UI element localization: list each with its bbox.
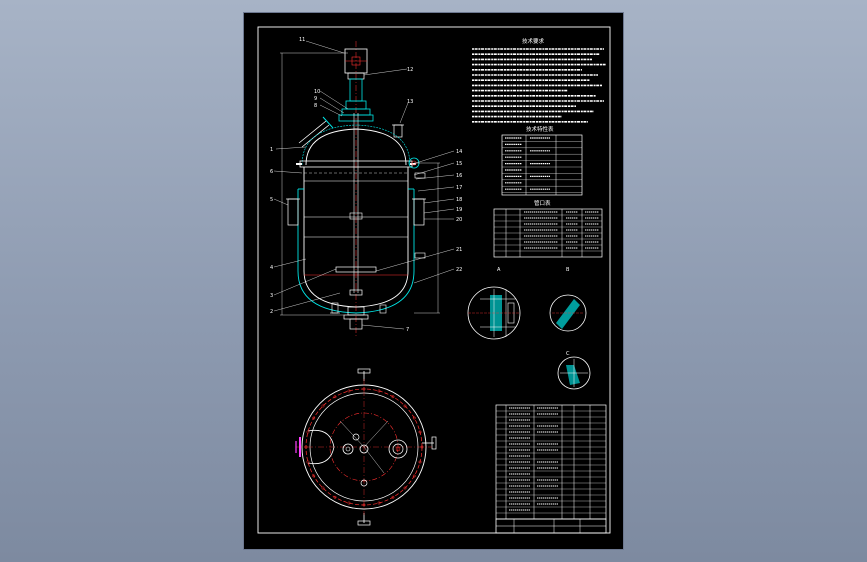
part-number: 13	[407, 99, 413, 105]
bottom-outlet	[349, 318, 363, 330]
tech-table-title: 技术特性表	[526, 125, 554, 133]
detail-label-b: B	[566, 267, 570, 273]
bolt-hole	[362, 503, 366, 507]
technical-requirements: 技术要求	[472, 37, 606, 123]
bolt-hole	[347, 389, 351, 393]
bolt-hole	[347, 501, 351, 505]
bolt-hole	[362, 387, 366, 391]
part-number: 15	[456, 161, 462, 167]
bolt-hole	[412, 474, 416, 478]
bolt-hole	[412, 416, 416, 420]
part-number: 3	[270, 293, 273, 299]
part-number: 22	[456, 267, 462, 273]
bolt-hole	[420, 445, 424, 449]
support-lug-left	[287, 198, 299, 226]
parts-list	[495, 404, 607, 520]
part-number: 2	[270, 309, 273, 315]
detail-label-c: C	[566, 351, 570, 357]
mounting-flange	[338, 114, 374, 122]
impeller	[335, 266, 377, 273]
part-number: 1	[270, 147, 273, 153]
part-number: 20	[456, 217, 462, 223]
nozzle-table	[493, 208, 603, 258]
bolt-hole	[391, 395, 395, 399]
bolt-hole	[403, 404, 407, 408]
bolt-holes	[304, 387, 424, 507]
top-head	[305, 128, 407, 166]
bolt-hole	[312, 474, 316, 478]
detail-view-a	[467, 286, 521, 340]
part-number: 9	[314, 96, 317, 102]
requirements-title: 技术要求	[522, 37, 545, 45]
bolt-hole	[377, 501, 381, 505]
part-number: 10	[314, 89, 320, 95]
bolt-hole	[403, 486, 407, 490]
bolt-hole	[333, 495, 337, 499]
bolt-circle-icon	[295, 368, 437, 526]
bolt-hole	[321, 404, 325, 408]
detail-view-c	[557, 356, 591, 390]
part-number: 7	[406, 327, 409, 333]
part-number: 12	[407, 67, 413, 73]
leader-lines	[273, 40, 455, 330]
part-number: 19	[456, 207, 462, 213]
bolt-hole	[304, 445, 308, 449]
title-block	[495, 518, 607, 534]
bolt-hole	[333, 395, 337, 399]
bolt-hole	[306, 430, 310, 434]
detail-view-b	[549, 294, 587, 332]
support-lug-right	[413, 198, 425, 226]
drawing-sheet: 11 12 10 9 8 13 1 6 5 4 3 2 14 15 16 17 …	[244, 13, 623, 549]
inner-frame	[257, 26, 611, 534]
part-number: 18	[456, 197, 462, 203]
part-numbers: 11 12 10 9 8 13 1 6 5 4 3 2 14 15 16 17 …	[270, 37, 462, 333]
bolt-hole	[391, 495, 395, 499]
part-number: 11	[299, 37, 305, 43]
part-number: 6	[270, 169, 273, 175]
part-number: 14	[456, 149, 462, 155]
part-number: 4	[270, 265, 273, 271]
bolt-hole	[377, 389, 381, 393]
nozzle-table-title: 管口表	[534, 199, 551, 207]
part-number: 8	[314, 103, 317, 109]
cad-drawing: 11 12 10 9 8 13 1 6 5 4 3 2 14 15 16 17 …	[257, 26, 611, 534]
bolt-hole	[418, 430, 422, 434]
part-number: 17	[456, 185, 462, 191]
part-number: 5	[270, 197, 273, 203]
detail-label-a: A	[497, 267, 501, 273]
part-number: 21	[456, 247, 462, 253]
part-number: 16	[456, 173, 462, 179]
bolt-hole	[321, 486, 325, 490]
bolt-hole	[306, 460, 310, 464]
technical-characteristics-table	[501, 134, 583, 196]
reactor-vessel-icon	[280, 41, 440, 338]
bolt-hole	[312, 416, 316, 420]
bolt-hole	[418, 460, 422, 464]
